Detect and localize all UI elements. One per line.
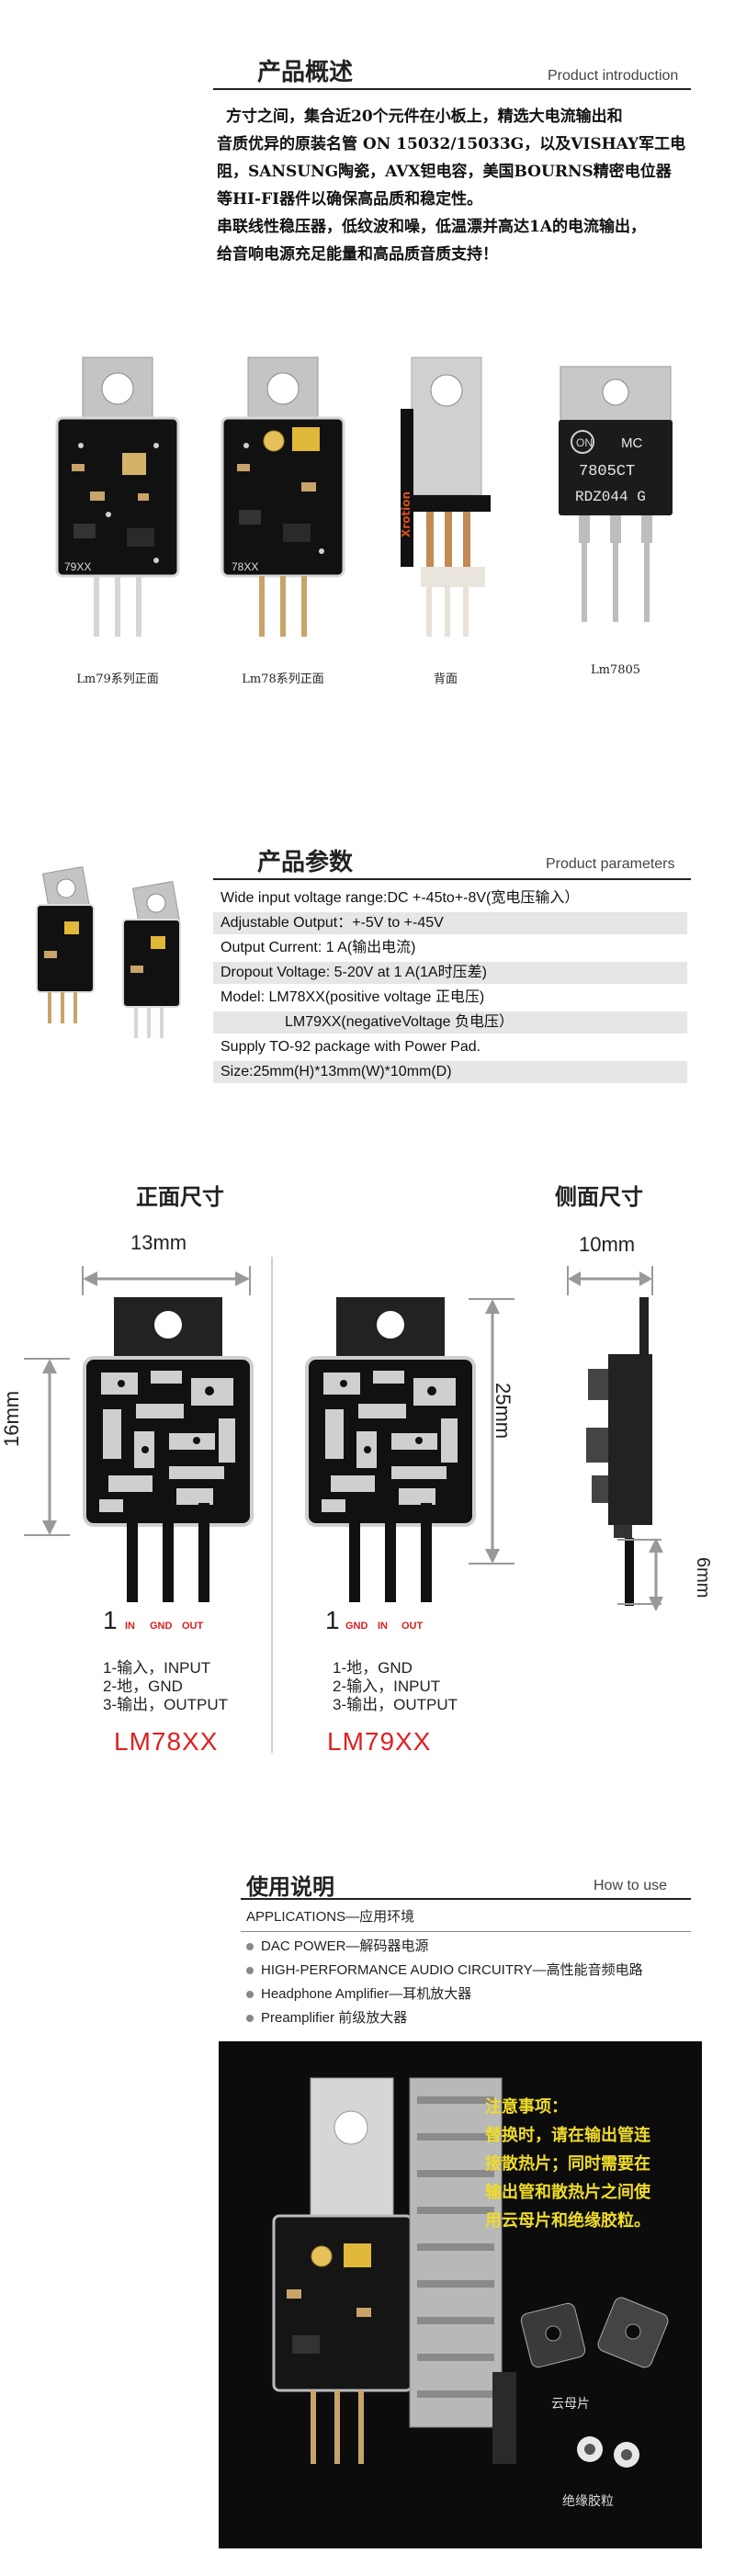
overview-title-en: Product introduction: [548, 68, 679, 84]
lm79-diagram: [305, 1297, 476, 1602]
board-silk: 79XX: [64, 560, 91, 573]
mica-label: 云母片: [551, 2397, 590, 2412]
board-silk: 78XX: [232, 560, 258, 573]
lm79-pin-list: 1-地，GND 2-输入，INPUT 3-输出，OUTPUT: [333, 1659, 458, 1714]
usage-photo-panel: 注意事项： 替换时，请在输出管连 接散热片；同时需要在 输出管和散热片之间使 用…: [219, 2041, 702, 2548]
lm79-front-photo: 79XX: [55, 356, 180, 637]
mica-sheets-photo: [520, 2297, 669, 2368]
usage-title-en: How to use: [594, 1878, 668, 1893]
back-photo: Xrotion: [400, 356, 491, 637]
notice-line: 用云母片和绝缘胶粒。: [485, 2211, 650, 2231]
lm78-pin-label: IN: [125, 1621, 135, 1632]
width-label: 13mm: [130, 1231, 187, 1254]
intro-line: 阻，SANSUNG陶瓷，AVX钽电容，美国BOURNS精密电位器: [217, 163, 672, 181]
usage-rule-thin: [241, 1931, 691, 1932]
bullet-icon: [246, 2015, 254, 2023]
notice-line: 输出管和散热片之间使: [485, 2183, 650, 2202]
lm78-diagram: [83, 1297, 254, 1602]
pin-list-item: 3-输出，OUTPUT: [103, 1696, 228, 1713]
side-size-title: 侧面尺寸: [555, 1183, 643, 1210]
usage-title: 使用说明: [246, 1873, 334, 1900]
side-view-diagram: [586, 1297, 662, 1606]
pin-length-label: 6mm: [693, 1557, 713, 1599]
pin-list-item: 1-输入，INPUT: [103, 1659, 211, 1677]
bullet-icon: [246, 1967, 254, 1975]
pcb-board: [55, 416, 180, 578]
param-row: LM79XX(negativeVoltage 负电压）: [213, 1011, 687, 1034]
total-height-label: 25mm: [492, 1383, 514, 1440]
bullet-icon: [246, 1943, 254, 1951]
height-dimension: [24, 1358, 70, 1536]
chip-marking: RDZ044 G: [575, 489, 646, 505]
front-size-title: 正面尺寸: [136, 1183, 224, 1210]
chip-marking: 7805CT: [579, 463, 635, 480]
param-row: Wide input voltage range:DC +-45to+-8V(宽…: [220, 890, 580, 906]
height-label: 16mm: [0, 1390, 23, 1447]
back-brand: Xrotion: [400, 491, 413, 537]
lm79-pin-one: 1: [325, 1606, 340, 1634]
chip-marking: MC: [621, 435, 642, 451]
notice-block: 注意事项： 替换时，请在输出管连 接散热片；同时需要在 输出管和散热片之间使 用…: [485, 2093, 650, 2235]
lm78-pin-label: OUT: [182, 1621, 204, 1632]
overview-rule: [213, 88, 691, 90]
applications-heading: APPLICATIONS—应用环境: [246, 1909, 415, 1925]
overview-paragraph: 方寸之间，集合近20个元件在小板上，精选大电流输出和 音质优异的原装名管 ON …: [217, 103, 713, 268]
caption-back: 背面: [433, 672, 458, 686]
lm79-pin-label: OUT: [401, 1621, 424, 1632]
application-item: Preamplifier 前级放大器: [246, 2006, 687, 2030]
diagram-divider: [271, 1257, 273, 1753]
svg-text:ON: ON: [576, 436, 593, 449]
pin-list-item: 2-输入，INPUT: [333, 1678, 441, 1695]
param-row: Supply TO-92 package with Power Pad.: [220, 1039, 481, 1055]
lm79-model-label: LM79XX: [327, 1727, 432, 1756]
caption-lm78: Lm78系列正面: [242, 672, 324, 686]
param-row: Model: LM78XX(positive voltage 正电压): [220, 989, 485, 1005]
notice-line: 替换时，请在输出管连: [485, 2126, 650, 2145]
caption-lm79: Lm79系列正面: [76, 672, 159, 686]
depth-dimension: [567, 1266, 653, 1295]
intro-line: 等HI-FI器件以确保高品质和稳定性。: [217, 190, 483, 209]
intro-line: 串联线性稳压器，低纹波和噪，低温漂并高达1A的电流输出，: [217, 218, 647, 236]
lm78-pin-list: 1-输入，INPUT 2-地，GND 3-输出，OUTPUT: [103, 1659, 228, 1714]
params-title: 产品参数: [257, 849, 354, 876]
intro-line: 给音响电源充足能量和高品质音质支持！: [217, 245, 498, 264]
param-row: Dropout Voltage: 5-20V at 1 A(1A时压差): [213, 962, 687, 984]
lm78-pin-one: 1: [103, 1606, 118, 1634]
params-title-en: Product parameters: [546, 856, 675, 872]
pin-list-item: 1-地，GND: [333, 1659, 413, 1677]
total-height-dimension: [469, 1298, 514, 1565]
lm78-front-photo: 78XX: [220, 356, 345, 637]
lm79-pin-label: GND: [345, 1621, 368, 1632]
applications-list: DAC POWER—解码器电源 HIGH-PERFORMANCE AUDIO C…: [246, 1935, 687, 2030]
notice-line: 接散热片；同时需要在: [485, 2154, 650, 2174]
insulators-photo: [577, 2436, 639, 2468]
lm79-pin-label: IN: [378, 1621, 388, 1632]
pin-list-item: 2-地，GND: [103, 1678, 183, 1695]
param-row: Size:25mm(H)*13mm(W)*10mm(D): [213, 1061, 687, 1083]
pin-length-dimension: [649, 1538, 663, 1611]
param-row: Adjustable Output：+-5V to +-45V: [213, 912, 687, 934]
depth-label: 10mm: [579, 1233, 636, 1256]
params-rule: [213, 878, 691, 880]
param-row: Output Current: 1 A(输出电流): [220, 940, 416, 955]
bullet-icon: [246, 1991, 254, 1999]
notice-line: 注意事项：: [485, 2097, 568, 2117]
lm78-pin-label: GND: [150, 1621, 173, 1632]
application-item: Headphone Amplifier—耳机放大器: [246, 1983, 687, 2006]
usage-rule: [241, 1898, 691, 1900]
pin-list-item: 3-输出，OUTPUT: [333, 1696, 458, 1713]
application-item: DAC POWER—解码器电源: [246, 1935, 687, 1959]
overview-title: 产品概述: [257, 59, 354, 86]
modules-pair-photo: [36, 865, 181, 1038]
application-item: HIGH-PERFORMANCE AUDIO CIRCUITRY—高性能音频电路: [246, 1959, 687, 1983]
width-dimension: [82, 1266, 251, 1295]
intro-line: 音质优异的原装名管 ON 15032/15033G，以及VISHAY军工电: [217, 135, 686, 153]
lm78-model-label: LM78XX: [114, 1727, 219, 1756]
caption-lm7805: Lm7805: [590, 663, 641, 677]
insulator-label: 绝缘胶粒: [562, 2494, 614, 2509]
intro-line: 方寸之间，集合近20个元件在小板上，精选大电流输出和: [226, 107, 623, 126]
module-heatsink-photo: [272, 2077, 516, 2464]
lm7805-photo: ON MC 7805CT RDZ044 G: [559, 366, 673, 622]
